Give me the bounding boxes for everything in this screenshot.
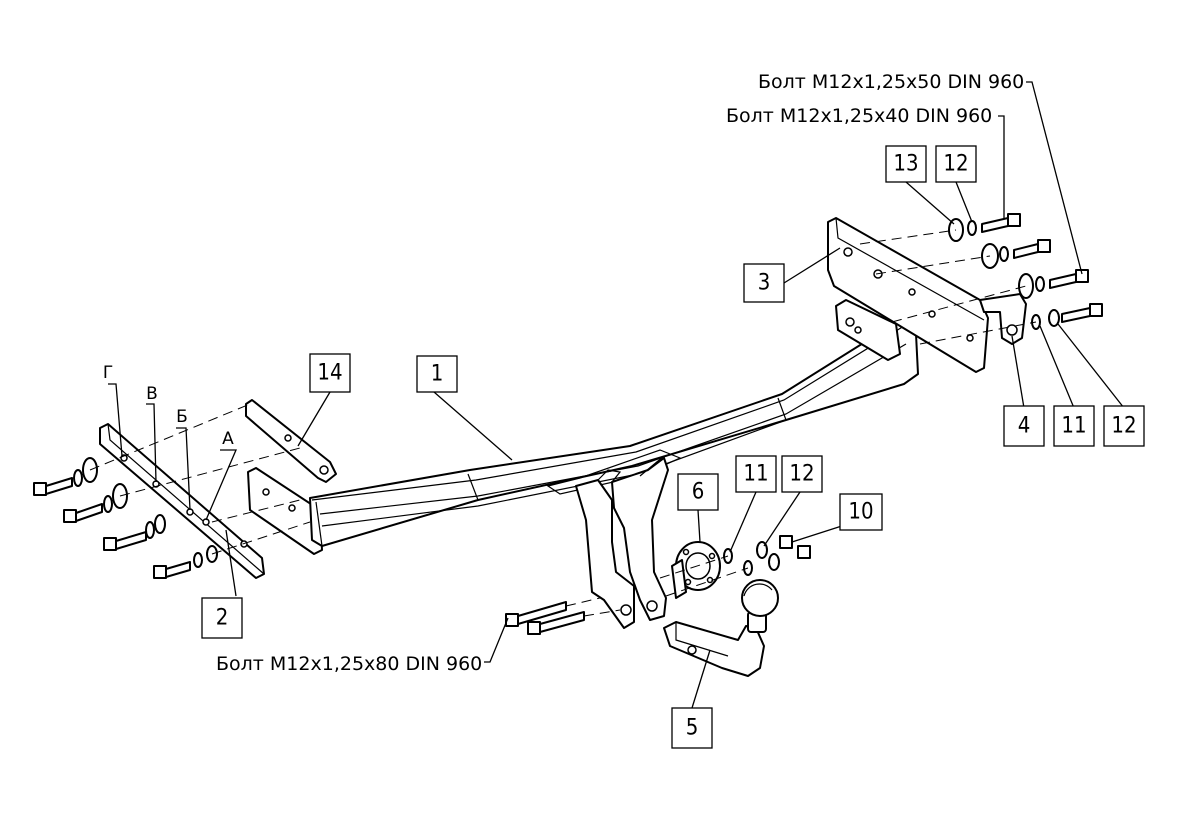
- left-bracket-plate: [99, 423, 265, 579]
- hole-letter-b: Б: [176, 407, 188, 427]
- callout-6-label: 6: [692, 480, 705, 505]
- callout-13: 13: [885, 145, 927, 183]
- right-crossbar-end-bracket: [835, 299, 901, 361]
- callout-12-right: 12: [1103, 405, 1145, 447]
- callout-12-right-label: 12: [1111, 414, 1136, 439]
- hole-letter-v: В: [146, 384, 158, 404]
- callout-6: 6: [677, 473, 719, 511]
- tow-ball-5: [663, 579, 779, 677]
- callout-11-right: 11: [1053, 405, 1095, 447]
- callout-10: 10: [839, 493, 883, 531]
- right-fasteners: [948, 213, 1103, 330]
- callout-11-center: 11: [735, 455, 777, 493]
- callout-11-right-label: 11: [1061, 414, 1086, 439]
- bolt-label-m50: Болт М12х1,25х50 DIN 960: [758, 71, 1024, 93]
- callout-12-top-label: 12: [943, 152, 968, 177]
- reinforcement-strip-14: [245, 399, 337, 483]
- center-hitch-bracket: [575, 455, 669, 629]
- flange-6: [671, 541, 721, 599]
- callout-2-label: 2: [216, 606, 229, 631]
- callout-4: 4: [1003, 405, 1045, 447]
- leader-lines: [108, 81, 1125, 709]
- right-bracket-plate: [827, 217, 989, 373]
- hole-letter-g: Г: [103, 363, 113, 383]
- callout-12-top: 12: [935, 145, 977, 183]
- hole-letter-a: А: [222, 429, 234, 449]
- callout-5-label: 5: [686, 716, 699, 741]
- callout-1-label: 1: [431, 362, 444, 387]
- callout-14: 14: [309, 353, 351, 393]
- callout-5: 5: [671, 707, 713, 749]
- callout-3: 3: [743, 263, 785, 303]
- callout-12-center-label: 12: [789, 462, 814, 487]
- left-crossbar-end-bracket: [247, 467, 323, 555]
- callout-3-label: 3: [758, 271, 771, 296]
- callout-4-label: 4: [1018, 414, 1031, 439]
- callout-11-center-label: 11: [743, 462, 768, 487]
- callout-14-label: 14: [317, 361, 342, 386]
- callout-12-center: 12: [781, 455, 823, 493]
- bolt-label-m80: Болт М12х1,25х80 DIN 960: [216, 653, 482, 675]
- bolt-label-m40: Болт М12х1,25х40 DIN 960: [726, 105, 992, 127]
- callout-1: 1: [416, 355, 458, 393]
- callout-10-label: 10: [848, 500, 873, 525]
- callout-13-label: 13: [893, 152, 918, 177]
- callout-2: 2: [201, 597, 243, 639]
- left-fasteners: [33, 457, 218, 579]
- main-crossbar: [309, 319, 919, 547]
